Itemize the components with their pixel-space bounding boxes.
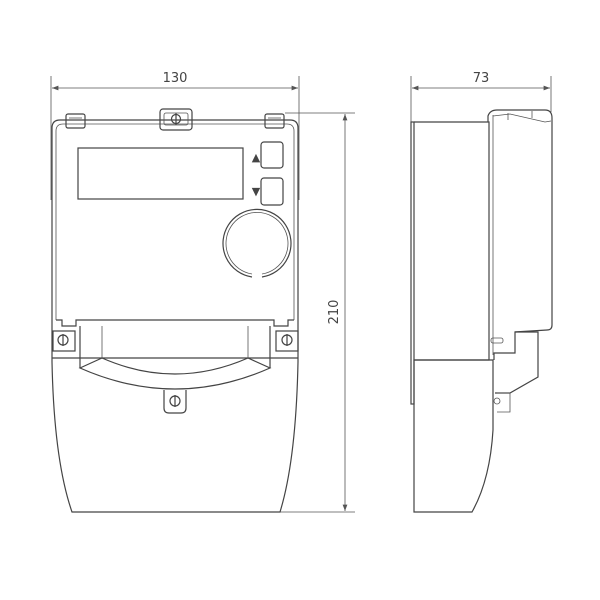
- scroll-up-button: [260, 141, 284, 169]
- side-front-cover: [487, 109, 553, 360]
- seal-screw-top: [159, 108, 193, 131]
- terminal-cover-top: ▲ ▼: [51, 108, 299, 330]
- mounting-plate: [410, 121, 415, 405]
- scroll-down-button: [260, 177, 284, 206]
- depth-dimension: 73: [410, 71, 552, 200]
- down-arrow-icon: ▼: [252, 185, 261, 198]
- lcd-display-window: [77, 147, 244, 200]
- depth-dimension-label: 73: [473, 71, 490, 86]
- seal-screw-bottom: [163, 390, 187, 414]
- optical-port-ring: [222, 208, 292, 278]
- side-view: 73: [410, 71, 553, 513]
- terminal-screw-left: [52, 330, 76, 352]
- up-arrow-icon: ▲: [252, 151, 261, 164]
- terminal-screw-right: [275, 330, 299, 352]
- side-body-upper: [414, 121, 490, 361]
- meter-base-lower: [51, 326, 299, 513]
- height-dimension: 210: [280, 112, 355, 513]
- side-body-lower: [413, 359, 494, 513]
- hinge-left: [65, 113, 86, 129]
- side-terminal-cover: [495, 331, 539, 394]
- height-dimension-label: 210: [327, 300, 342, 325]
- width-dimension-label: 130: [163, 71, 188, 86]
- hinge-right: [264, 113, 285, 129]
- cover-handle: [78, 357, 272, 390]
- width-dimension: 130: [50, 71, 300, 200]
- front-view: 130 210 ▲: [50, 71, 355, 513]
